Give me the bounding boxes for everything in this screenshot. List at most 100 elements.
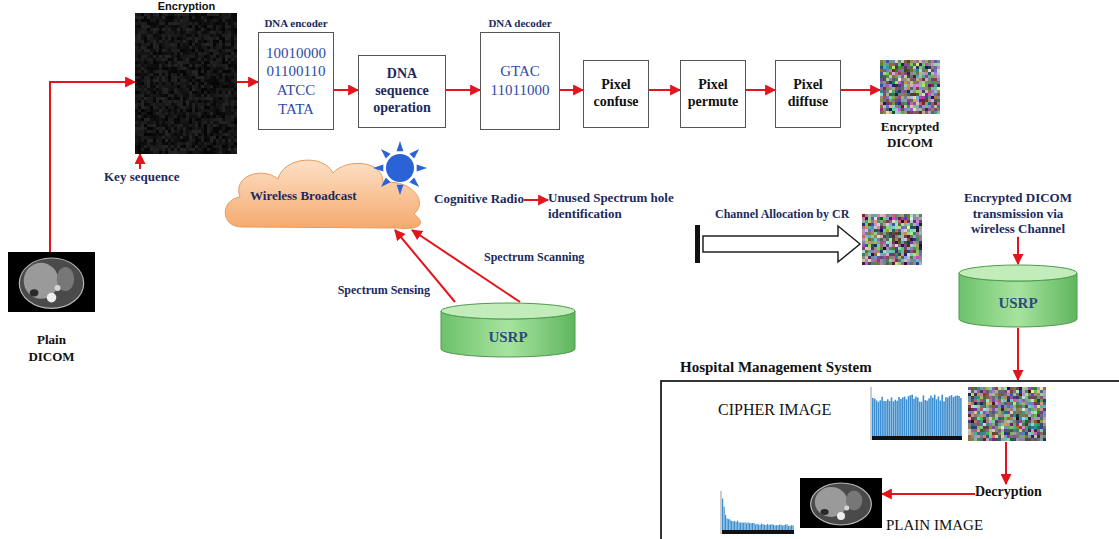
noise-pixel	[159, 67, 162, 70]
noise-pixel	[177, 145, 180, 148]
noise-pixel	[886, 250, 889, 253]
noise-pixel	[916, 235, 919, 238]
noise-pixel	[183, 31, 186, 34]
noise-pixel	[219, 79, 222, 82]
noise-pixel	[213, 121, 216, 124]
noise-pixel	[204, 79, 207, 82]
noise-pixel	[144, 43, 147, 46]
code-text: 10010000 01100110 ATCC TATA	[262, 44, 330, 119]
noise-pixel	[138, 127, 141, 130]
noise-pixel	[216, 28, 219, 31]
noise-pixel	[156, 139, 159, 142]
noise-pixel	[231, 55, 234, 58]
noise-pixel	[874, 238, 877, 241]
noise-pixel	[222, 43, 225, 46]
noise-pixel	[162, 28, 165, 31]
noise-pixel	[195, 70, 198, 73]
noise-pixel	[225, 130, 228, 133]
noise-pixel	[168, 97, 171, 100]
noise-pixel	[174, 109, 177, 112]
noise-pixel	[177, 118, 180, 121]
noise-pixel	[204, 130, 207, 133]
noise-pixel	[180, 109, 183, 112]
box-heading: DNA encoder	[258, 14, 334, 32]
noise-pixel	[159, 82, 162, 85]
noise-pixel	[234, 121, 237, 124]
noise-pixel	[213, 25, 216, 28]
noise-pixel	[874, 235, 877, 238]
body-outline	[19, 258, 83, 308]
noise-pixel	[916, 259, 919, 262]
noise-pixel	[159, 46, 162, 49]
noise-pixel	[135, 25, 138, 28]
noise-pixel	[174, 88, 177, 91]
noise-pixel	[225, 61, 228, 64]
noise-pixel	[213, 82, 216, 85]
noise-pixel	[213, 88, 216, 91]
noise-pixel	[171, 103, 174, 106]
noise-pixel	[189, 145, 192, 148]
noise-pixel	[892, 232, 895, 235]
noise-pixel	[877, 235, 880, 238]
noise-pixel	[138, 85, 141, 88]
noise-pixel	[219, 100, 222, 103]
noise-pixel	[153, 19, 156, 22]
noise-pixel	[183, 19, 186, 22]
noise-pixel	[135, 103, 138, 106]
noise-pixel	[886, 244, 889, 247]
noise-pixel	[201, 22, 204, 25]
noise-pixel	[147, 121, 150, 124]
noise-pixel	[180, 40, 183, 43]
noise-pixel	[168, 79, 171, 82]
noise-pixel	[138, 76, 141, 79]
noise-pixel	[180, 133, 183, 136]
noise-pixel	[183, 97, 186, 100]
noise-pixel	[186, 46, 189, 49]
noise-pixel	[198, 100, 201, 103]
noise-pixel	[234, 130, 237, 133]
noise-pixel	[210, 85, 213, 88]
noise-pixel	[153, 100, 156, 103]
noise-pixel	[231, 97, 234, 100]
noise-pixel	[177, 67, 180, 70]
noise-pixel	[147, 49, 150, 52]
noise-pixel	[213, 124, 216, 127]
noise-pixel	[183, 148, 186, 151]
noise-pixel	[207, 124, 210, 127]
noise-pixel	[177, 127, 180, 130]
noise-pixel	[883, 214, 886, 217]
noise-pixel	[889, 262, 892, 265]
noise-pixel	[168, 58, 171, 61]
noise-pixel	[216, 43, 219, 46]
noise-pixel	[204, 124, 207, 127]
noise-pixel	[204, 94, 207, 97]
noise-pixel	[198, 145, 201, 148]
noise-pixel	[228, 43, 231, 46]
noise-pixel	[228, 148, 231, 151]
noise-pixel	[180, 94, 183, 97]
noise-pixel	[165, 19, 168, 22]
noise-pixel	[156, 88, 159, 91]
noise-pixel	[198, 61, 201, 64]
noise-pixel	[195, 142, 198, 145]
noise-pixel	[165, 88, 168, 91]
noise-pixel	[153, 121, 156, 124]
noise-pixel	[904, 220, 907, 223]
noise-pixel	[898, 220, 901, 223]
noise-pixel	[904, 247, 907, 250]
noise-pixel	[222, 34, 225, 37]
noise-pixel	[144, 46, 147, 49]
noise-pixel	[156, 151, 159, 154]
noise-pixel	[892, 229, 895, 232]
noise-pixel	[201, 133, 204, 136]
noise-pixel	[141, 118, 144, 121]
noise-pixel	[141, 22, 144, 25]
noise-pixel	[183, 82, 186, 85]
noise-pixel	[871, 235, 874, 238]
noise-pixel	[147, 70, 150, 73]
noise-pixel	[177, 16, 180, 19]
noise-pixel	[877, 238, 880, 241]
noise-pixel	[192, 130, 195, 133]
noise-pixel	[186, 145, 189, 148]
noise-pixel	[913, 214, 916, 217]
